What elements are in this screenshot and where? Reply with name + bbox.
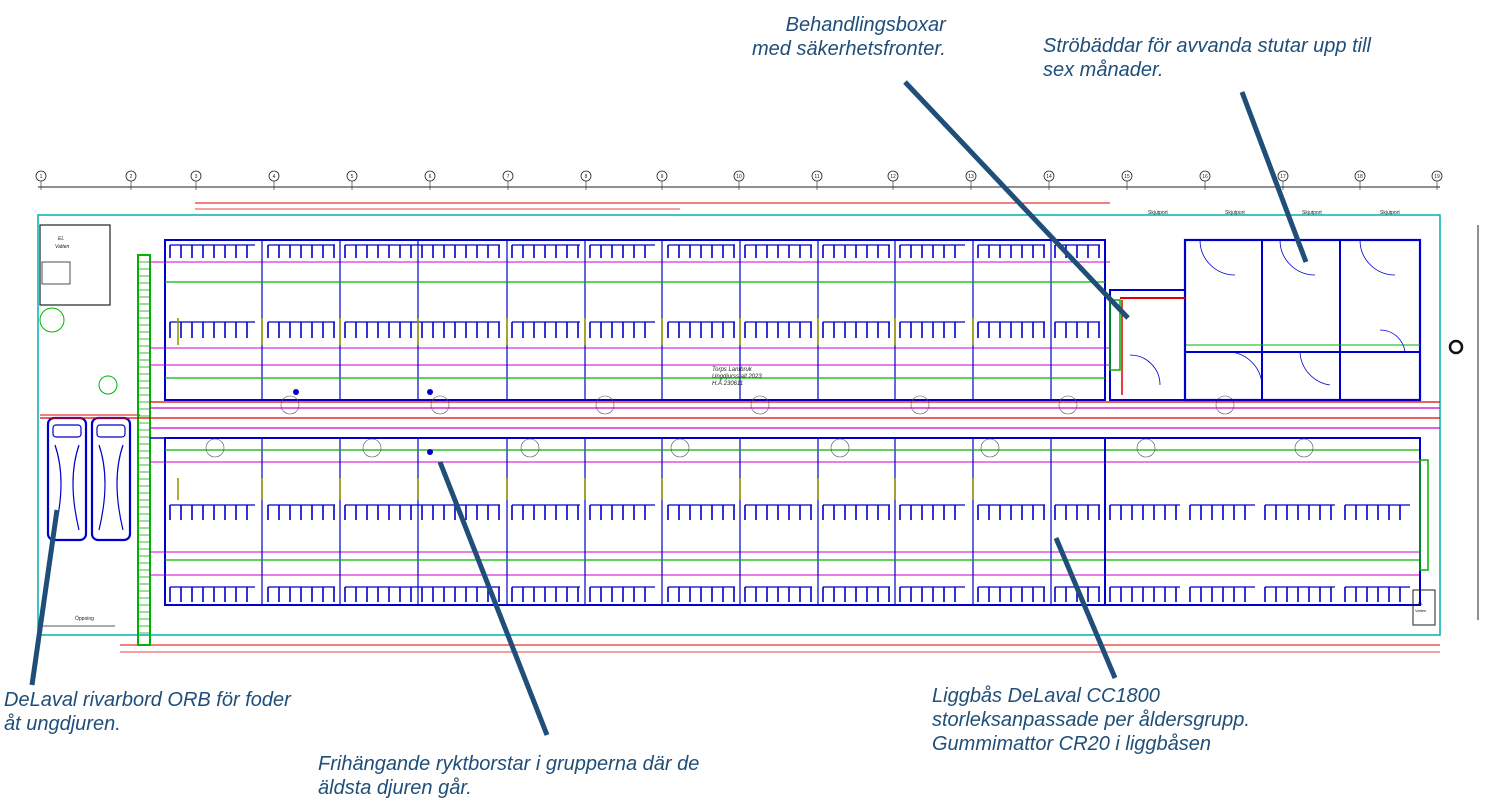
grid-axis-label: 11: [814, 174, 819, 180]
grid-axis-label: 19: [1434, 174, 1440, 180]
grid-axis-label: 17: [1280, 174, 1286, 180]
callout-cubicles-line-1: Liggbås DeLaval CC1800: [932, 685, 1160, 707]
oppning-label: Öppning: [75, 615, 94, 622]
sluice-label-1: Skjutport: [1148, 210, 1168, 216]
el-vatten-room-right-label-2: Vatten: [1415, 608, 1426, 613]
el-vatten-room-right-label-1: EL: [1418, 601, 1424, 606]
callout-feed-table-line-1: DeLaval rivarbord ORB för foder: [4, 689, 291, 711]
leader-brushes: [437, 461, 550, 736]
grid-axis-label: 10: [736, 174, 742, 180]
grid-axis-label: 14: [1046, 174, 1052, 180]
building-outline: [37, 214, 1441, 636]
callout-straw-beds-line-2: sex månader.: [1043, 59, 1164, 81]
title-block-line-3: H.Å 230611: [712, 380, 743, 387]
grid-axis-label: 2: [130, 174, 133, 180]
callout-cubicles-line-2: storleksanpassade per åldersgrupp.: [932, 709, 1250, 731]
callout-straw-beds: Ströbäddar för avvanda stutar upp till s…: [1043, 34, 1371, 82]
callout-feed-table: DeLaval rivarbord ORB för foder åt ungdj…: [4, 688, 291, 736]
callout-brushes-line-1: Frihängande ryktborstar i grupperna där …: [318, 753, 700, 775]
grid-axis-label: 5: [351, 174, 354, 180]
el-vatten-room-right: [1412, 589, 1436, 626]
sluice-label-2: Skjutport: [1225, 210, 1245, 216]
callout-treatment-boxes-line-1: Behandlingsboxar: [785, 14, 946, 36]
leader-cubicles: [1053, 537, 1118, 679]
leader-treatment-boxes: [903, 80, 1130, 320]
grid-axis-label: 16: [1202, 174, 1208, 180]
el-vatten-room-label-2: Vatten: [55, 244, 69, 250]
grid-axis-label: 13: [968, 174, 974, 180]
grid-axis-label: 18: [1357, 174, 1363, 180]
grid-axis-label: 8: [585, 174, 588, 180]
callout-treatment-boxes: Behandlingsboxar med säkerhetsfronter.: [752, 13, 946, 61]
grid-axis-label: 9: [661, 174, 664, 180]
callout-brushes: Frihängande ryktborstar i grupperna där …: [318, 752, 699, 800]
feed-passage-left: [137, 254, 151, 646]
grid-axis-label: 3: [195, 174, 198, 180]
feed-passage-right: [1419, 459, 1429, 571]
callout-leader-lines: [29, 80, 1309, 736]
drain-circle-icon: [1448, 339, 1464, 355]
grid-axis-label: 15: [1124, 174, 1130, 180]
straw-bed-pens: [1183, 238, 1422, 402]
grid-axis-label: 6: [429, 174, 432, 180]
sluice-label-3: Skjutport: [1302, 210, 1322, 216]
cubicle-bays: [150, 239, 1421, 606]
title-block-line-2: Ungdjursstall 2023: [712, 374, 762, 380]
el-vatten-room-label-1: EL: [58, 236, 64, 242]
leader-straw-beds: [1239, 91, 1309, 263]
sluice-label-4: Skjutport: [1380, 210, 1400, 216]
callout-brushes-line-2: äldsta djuren går.: [318, 777, 472, 799]
treatment-boxes: [1109, 289, 1186, 401]
leader-feed-table: [29, 509, 60, 686]
callout-straw-beds-line-1: Ströbäddar för avvanda stutar upp till: [1043, 35, 1371, 57]
callout-cubicles: Liggbås DeLaval CC1800 storleksanpassade…: [932, 684, 1250, 756]
grid-axis-label: 12: [890, 174, 896, 180]
sliding-port-labels: Skjutport Skjutport Skjutport Skjutport: [1148, 210, 1400, 216]
grid-axis-label: 1: [40, 174, 43, 180]
callout-feed-table-line-2: åt ungdjuren.: [4, 713, 121, 735]
title-block-line-1: Torps Lantbruk: [712, 367, 753, 373]
el-vatten-room: [39, 224, 111, 306]
callout-cubicles-line-3: Gummimattor CR20 i liggbåsen: [932, 733, 1211, 755]
callout-treatment-boxes-line-2: med säkerhetsfronter.: [752, 38, 946, 60]
grid-axis-label: 7: [507, 174, 510, 180]
grid-axis-label: 4: [273, 174, 276, 180]
